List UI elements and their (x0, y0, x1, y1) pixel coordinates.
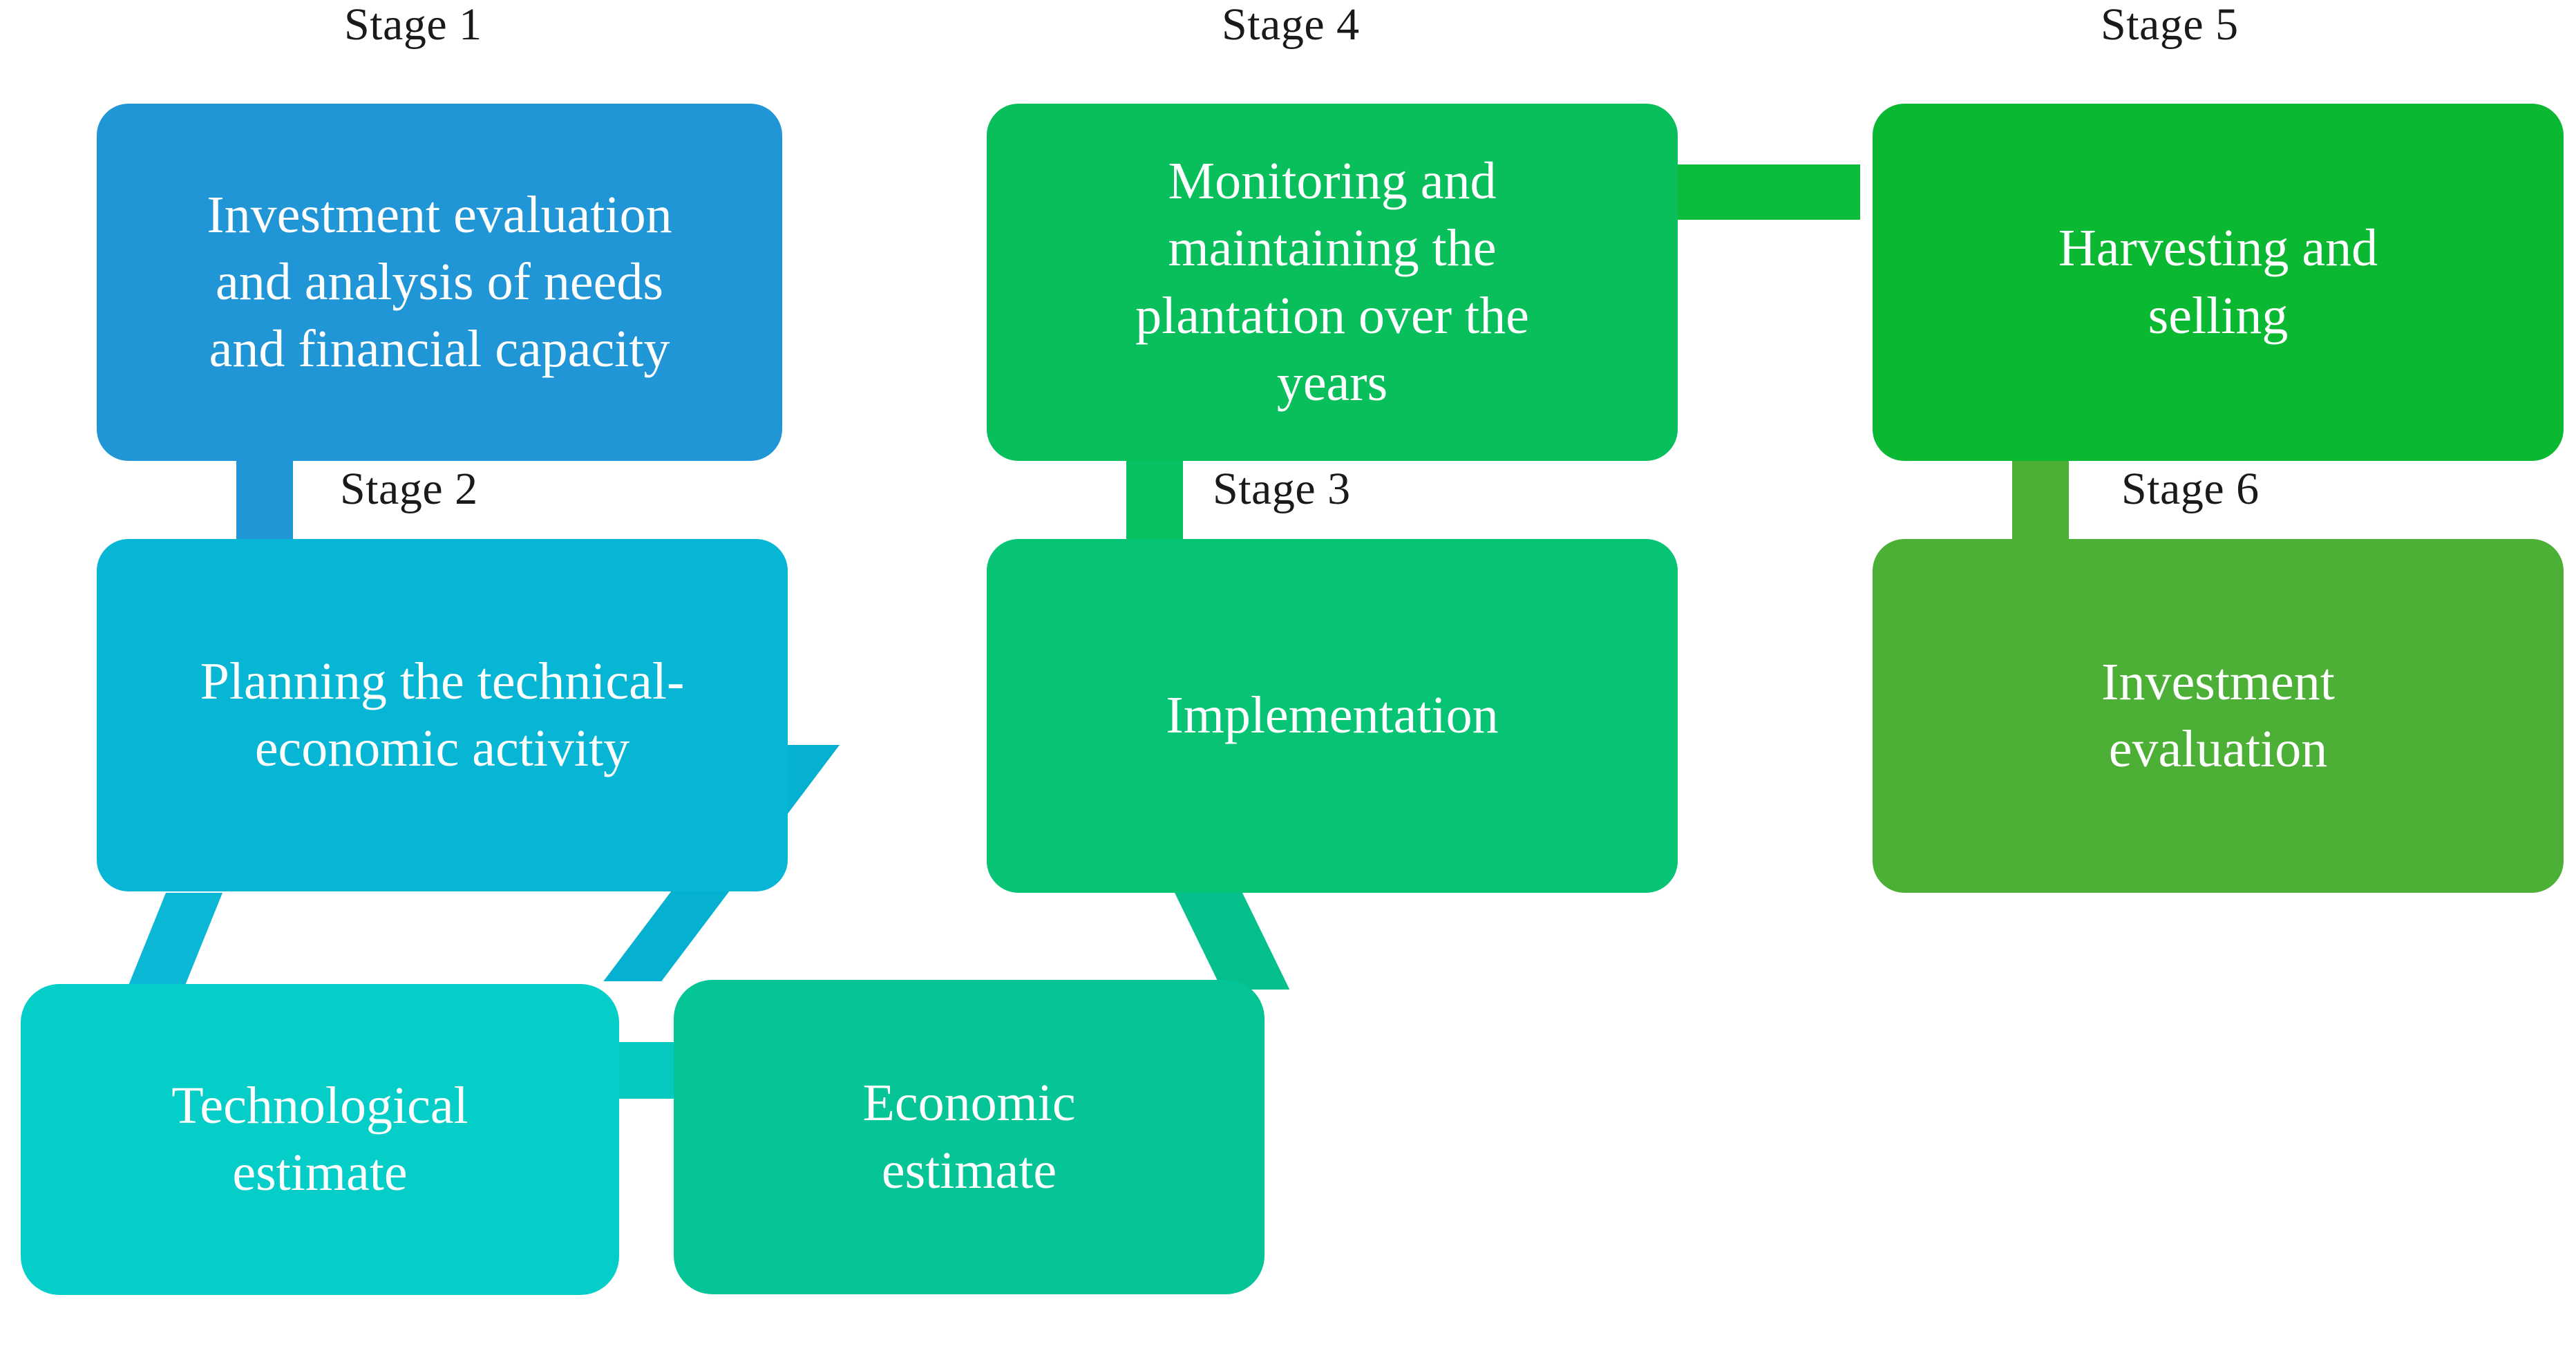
node-stage-3-label: Implementation (1166, 686, 1499, 745)
connector-stage4-to-stage5 (1675, 164, 1860, 220)
node-economic-estimate-label: Economic estimate (862, 1074, 1076, 1200)
stage-label-5: Stage 5 (2101, 0, 2239, 50)
node-stage-2-label: Planning the technical- economic activit… (200, 652, 685, 777)
node-stage-6[interactable]: Investment evaluation (1873, 539, 2564, 893)
node-stage-4-label: Monitoring and maintaining the plantatio… (1135, 151, 1529, 412)
stage-label-3: Stage 3 (1213, 464, 1351, 514)
node-stage-5-label: Harvesting and selling (2058, 219, 2378, 345)
connector-stage4-to-stage3 (1126, 456, 1183, 542)
node-technological-estimate-label: Technological estimate (171, 1076, 468, 1202)
node-stage-4[interactable]: Monitoring and maintaining the plantatio… (987, 104, 1678, 461)
connector-stage5-to-stage6 (2012, 456, 2069, 542)
node-stage-1-label: Investment evaluation and analysis of ne… (207, 185, 672, 379)
node-stage-6-label: Investment evaluation (2101, 652, 2335, 778)
connector-stage3-to-economic (1175, 893, 1290, 990)
node-economic-estimate[interactable]: Economic estimate (674, 980, 1265, 1294)
stage-label-2: Stage 2 (340, 464, 478, 514)
node-technological-estimate[interactable]: Technological estimate (21, 984, 619, 1295)
stage-label-6: Stage 6 (2121, 464, 2260, 514)
connector-stage1-to-stage2 (236, 456, 293, 542)
connector-stage2-to-technological (126, 893, 222, 990)
node-stage-2[interactable]: Planning the technical- economic activit… (97, 539, 788, 891)
stage-label-1: Stage 1 (344, 0, 482, 50)
node-stage-5[interactable]: Harvesting and selling (1873, 104, 2564, 461)
stage-label-4: Stage 4 (1222, 0, 1360, 50)
connector-technological-to-economic (614, 1042, 677, 1099)
node-stage-3[interactable]: Implementation (987, 539, 1678, 893)
node-stage-1[interactable]: Investment evaluation and analysis of ne… (97, 104, 782, 461)
